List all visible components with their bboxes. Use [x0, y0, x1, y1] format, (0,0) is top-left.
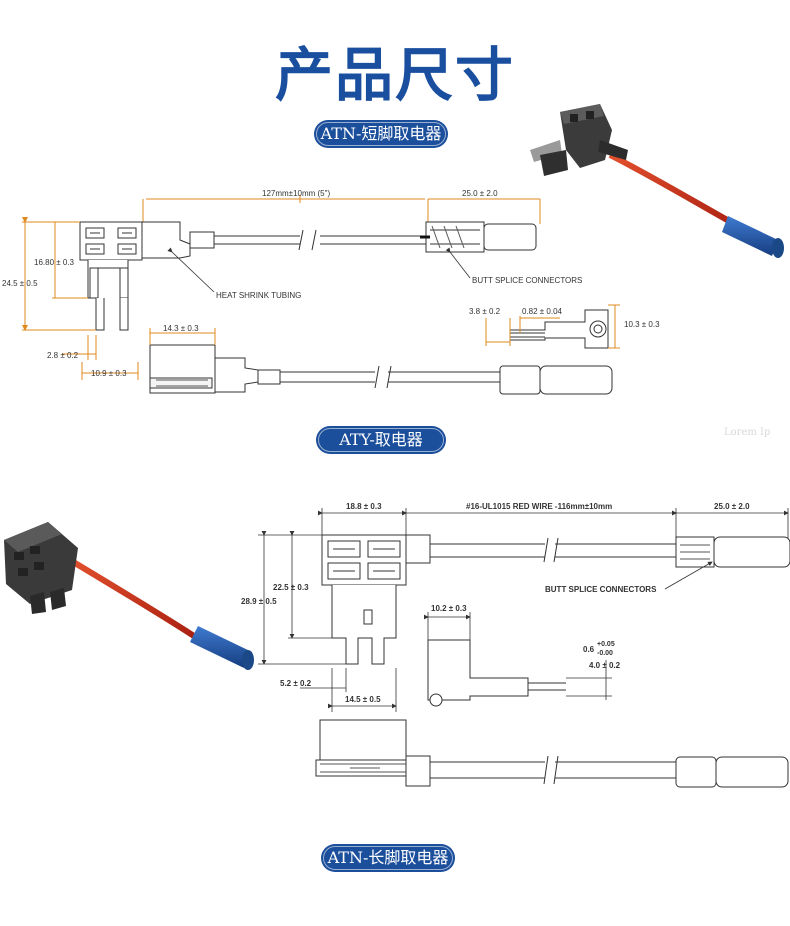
page-title: 产品尺寸: [274, 41, 515, 109]
atn-short-side-view: [509, 309, 609, 349]
heat-shrink-label: HEAT SHRINK TUBING: [216, 291, 301, 300]
pin-length-label: 3.8 ± 0.2: [469, 307, 501, 316]
section-label-aty: ATY-取电器: [316, 426, 446, 454]
butt-splice-label-1: BUTT SPLICE CONNECTORS: [472, 276, 582, 285]
section-label-atn-long: ATN-长脚取电器: [321, 844, 455, 872]
dim-left: [22, 217, 96, 331]
wire-length-label: 127mm±10mm (5"): [262, 189, 330, 198]
atn-short-top-view: [149, 344, 613, 395]
blade-width-label: 10.9 ± 0.3: [91, 369, 127, 378]
dim-wire-length: 127mm±10mm (5") 25.0 ± 2.0: [142, 189, 541, 224]
body-width-label: 14.3 ± 0.3: [163, 324, 199, 333]
dim-bottom: [62, 335, 139, 380]
splice-diameter-label: 10.3 ± 0.3: [624, 320, 660, 329]
pin-diameter-label: 0.82 ± 0.04: [522, 307, 563, 316]
height-total-label: 24.5 ± 0.5: [2, 279, 38, 288]
section-label-atn-short: ATN-短脚取电器: [314, 120, 448, 148]
splice-length-label: 25.0 ± 2.0: [462, 189, 498, 198]
atn-short-body: [79, 221, 537, 331]
height-upper-label: 16.80 ± 0.3: [34, 258, 75, 267]
watermark: Lorem Ip: [724, 427, 771, 438]
atn-short-product-photo: [530, 104, 784, 258]
blade-gap-label: 2.8 ± 0.2: [47, 351, 79, 360]
